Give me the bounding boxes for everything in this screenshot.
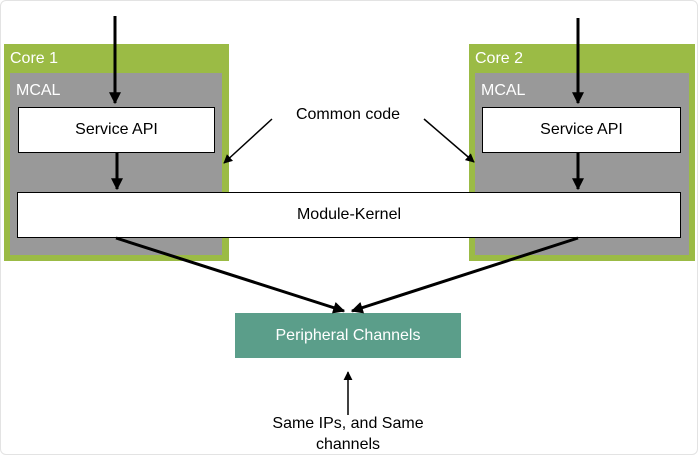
arrow-common-code-left bbox=[223, 118, 273, 164]
peripheral-channels-box: Peripheral Channels bbox=[235, 313, 461, 358]
core-2-label: Core 2 bbox=[475, 50, 524, 67]
core-2-mcal-label: MCAL bbox=[481, 82, 526, 99]
core-1-mcal-label: MCAL bbox=[16, 82, 61, 99]
core-1-service-api-box: Service API bbox=[18, 107, 215, 153]
core-2-service-api-box: Service API bbox=[482, 107, 681, 153]
arrow-common-code-right bbox=[423, 118, 475, 163]
arrow-kernel-left-to-peripheral bbox=[115, 236, 346, 314]
footnote-line-2: channels bbox=[315, 436, 381, 453]
module-kernel-box: Module-Kernel bbox=[17, 192, 681, 238]
footnote-label: Same IPs, and Same channels bbox=[238, 413, 458, 455]
footnote-line-1: Same IPs, and Same bbox=[272, 415, 424, 432]
arrow-kernel-right-to-peripheral bbox=[350, 236, 579, 314]
common-code-label: Common code bbox=[295, 106, 401, 123]
core-1-label: Core 1 bbox=[10, 50, 59, 67]
